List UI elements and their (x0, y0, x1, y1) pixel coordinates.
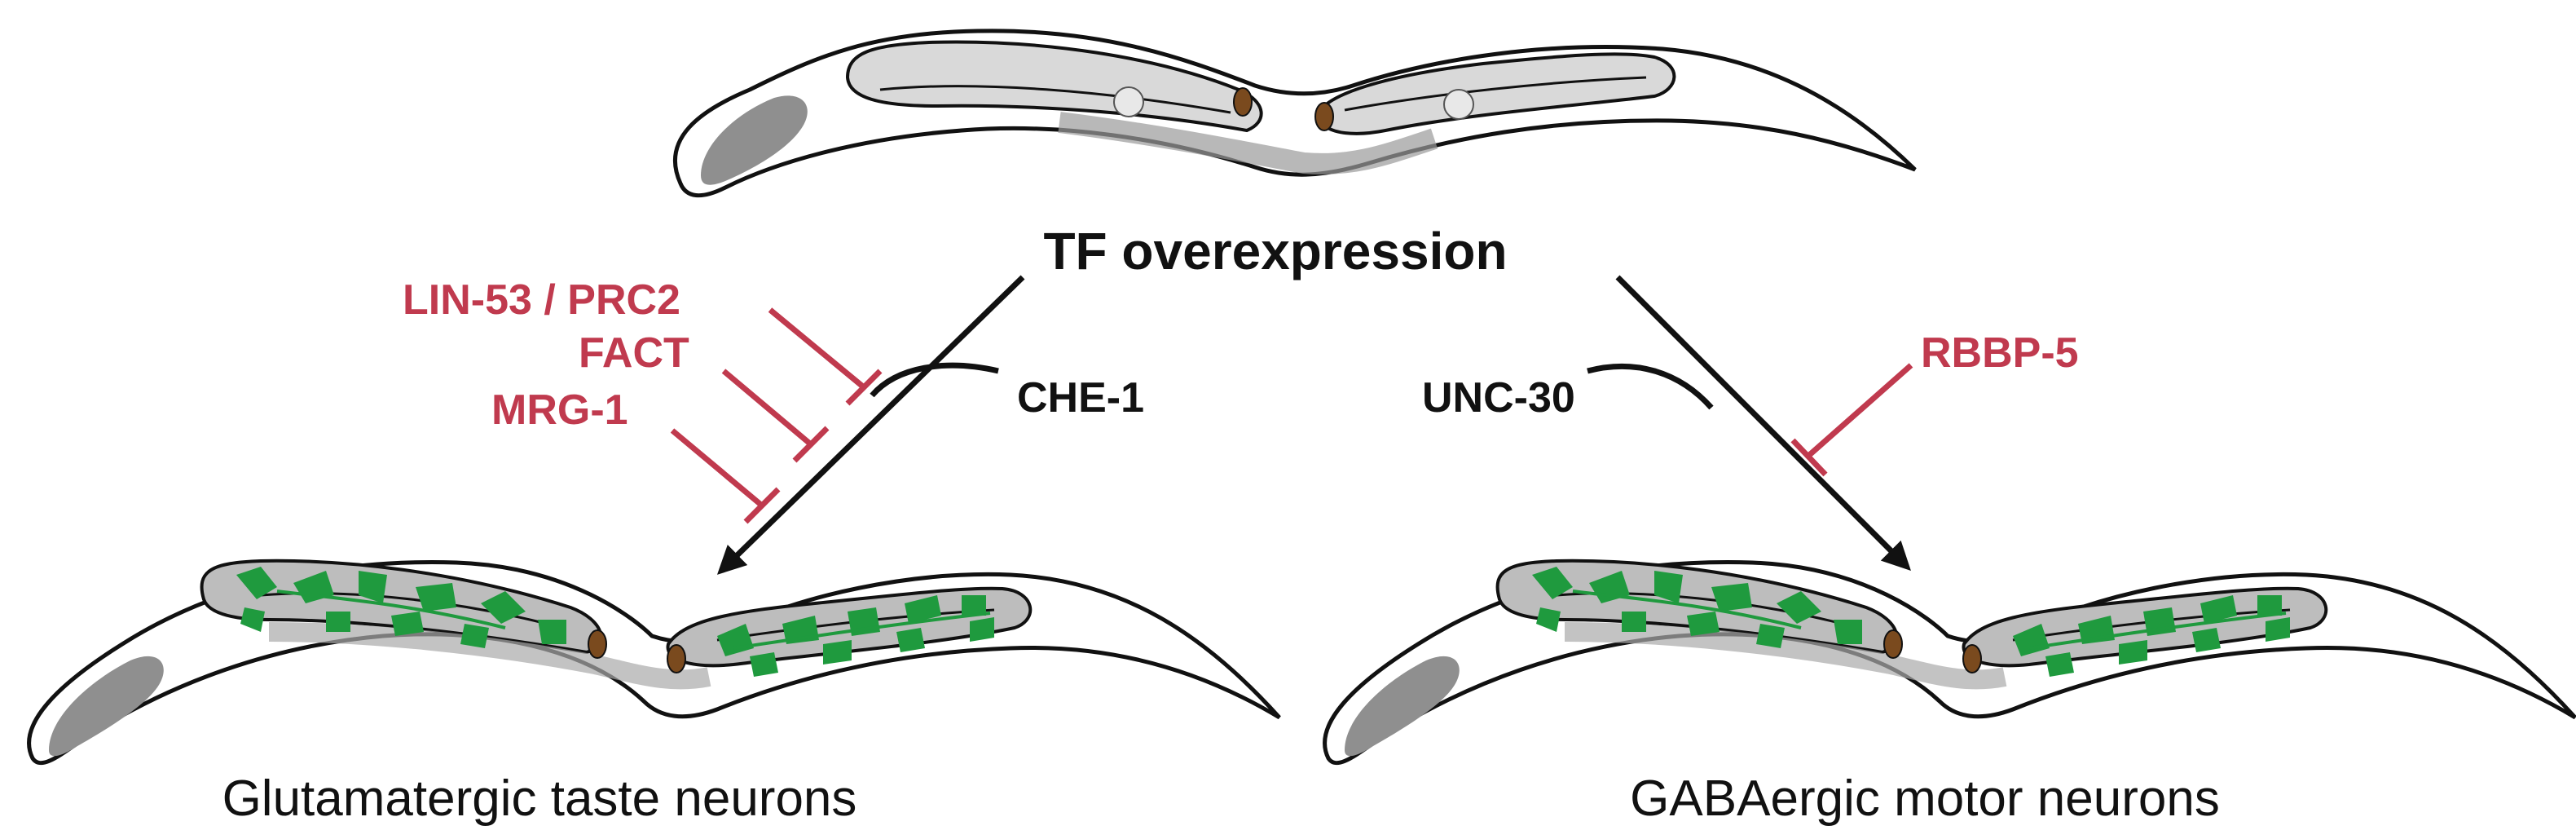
worm-right-spermatheca-right (1962, 644, 1982, 673)
worm-top-spermatheca-left (1233, 87, 1253, 117)
inhibitor-fact-bar (721, 369, 830, 463)
worm-right-spermatheca-left (1883, 629, 1903, 659)
worm-top-vulva-right (1443, 89, 1474, 120)
arrow-right (1615, 275, 1911, 571)
che-1-curve (870, 362, 999, 398)
right-inhibitor: RBBP-5 (1790, 329, 2079, 477)
inhibitor-mrg-1-label: MRG-1 (491, 386, 628, 434)
worm-left-spermatheca-left (588, 629, 607, 659)
arrow-left (716, 275, 1025, 575)
worm-top-vulva-left (1113, 86, 1144, 117)
worm-top-gonad-posterior (1317, 52, 1676, 135)
worm-top (673, 29, 1917, 198)
inhibitor-lin-53-bar (768, 307, 883, 406)
worm-right-pharynx (1345, 656, 1460, 757)
worm-left (27, 559, 1281, 766)
che-1-label: CHE-1 (1017, 374, 1144, 422)
inhibitor-mrg-1-bar (670, 428, 781, 524)
inhibitor-rbbp-5-bar (1790, 363, 1913, 477)
unc-30-curve (1587, 363, 1714, 410)
unc-30-label: UNC-30 (1422, 374, 1575, 422)
trigger-label: TF overexpression (1043, 222, 1507, 280)
worm-top-spermatheca-right (1314, 102, 1334, 131)
worm-top-pharynx (701, 95, 808, 185)
inhibitor-rbbp-5-label: RBBP-5 (1921, 329, 2079, 377)
right-outcome-label: GABAergic motor neurons (1630, 771, 2220, 827)
worm-left-spermatheca-right (667, 644, 686, 673)
worm-left-pharynx (49, 656, 164, 757)
inhibitor-lin-53-label: LIN-53 / PRC2 (403, 276, 680, 324)
worm-right (1323, 559, 2576, 766)
inhibitor-fact-label: FACT (579, 329, 689, 377)
worm-right-neurons (1532, 567, 2290, 677)
left-inhibitors: LIN-53 / PRC2 FACT MRG-1 (403, 276, 883, 524)
left-outcome-label: Glutamatergic taste neurons (222, 771, 857, 827)
worm-left-neurons (236, 567, 994, 677)
worm-top-gonad-anterior (845, 40, 1263, 133)
